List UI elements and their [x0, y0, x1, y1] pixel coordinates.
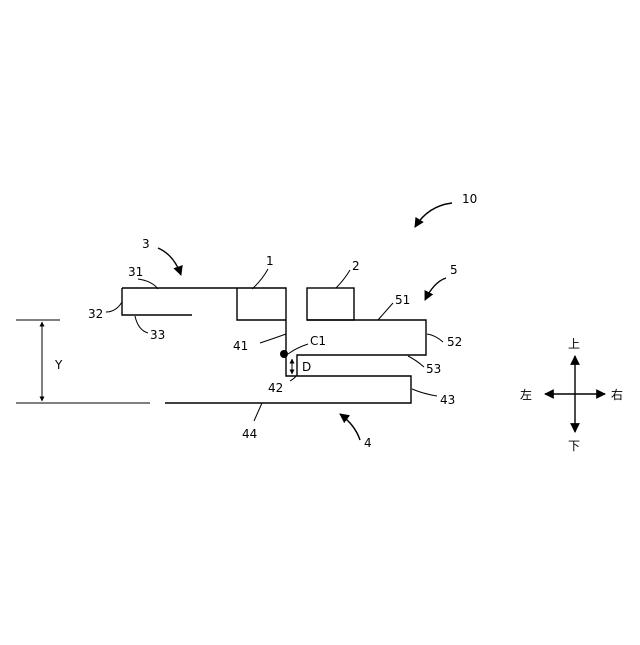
leader-32	[106, 302, 122, 312]
label-44: 44	[242, 427, 257, 441]
label-33: 33	[150, 328, 165, 342]
label-41: 41	[233, 339, 248, 353]
label-32: 32	[88, 307, 103, 321]
label-4: 4	[364, 436, 372, 450]
label-c1: C1	[310, 334, 326, 348]
label-51: 51	[395, 293, 410, 307]
leader-51	[378, 303, 393, 320]
component-1	[237, 288, 286, 320]
member-4	[165, 357, 411, 403]
member-4-outline	[165, 357, 411, 403]
label-42: 42	[268, 381, 283, 395]
leader-33	[135, 316, 148, 333]
leader-44	[254, 403, 262, 421]
leader-1	[252, 269, 268, 289]
member-3-top-edge	[122, 288, 286, 357]
label-43: 43	[440, 393, 455, 407]
direction-down-label: 下	[568, 439, 580, 453]
leader-52	[427, 334, 443, 342]
member-3	[122, 288, 286, 357]
direction-compass: 上 下 左 右	[520, 337, 623, 453]
label-y: Y	[54, 358, 63, 372]
member-3-left-end	[122, 288, 192, 315]
callout-arrow-10	[415, 203, 452, 227]
direction-right-label: 右	[611, 387, 623, 402]
label-1: 1	[266, 254, 274, 268]
label-31: 31	[128, 265, 143, 279]
label-2: 2	[352, 259, 360, 273]
label-10: 10	[462, 192, 477, 206]
label-3: 3	[142, 237, 150, 251]
callout-arrow-5	[425, 278, 446, 300]
leader-41	[260, 334, 286, 343]
direction-left-label: 左	[520, 387, 532, 402]
label-52: 52	[447, 335, 462, 349]
contact-point-c1	[280, 350, 288, 358]
leader-c1	[288, 344, 308, 354]
leader-43	[412, 389, 437, 396]
leader-53	[408, 356, 424, 367]
callout-arrow-4	[340, 414, 360, 440]
callout-arrow-3	[158, 248, 181, 275]
leader-42	[290, 376, 296, 381]
component-2	[307, 288, 354, 320]
direction-up-label: 上	[568, 337, 580, 351]
label-d: D	[302, 360, 311, 374]
label-5: 5	[450, 263, 458, 277]
label-53: 53	[426, 362, 441, 376]
leader-2	[336, 270, 350, 288]
